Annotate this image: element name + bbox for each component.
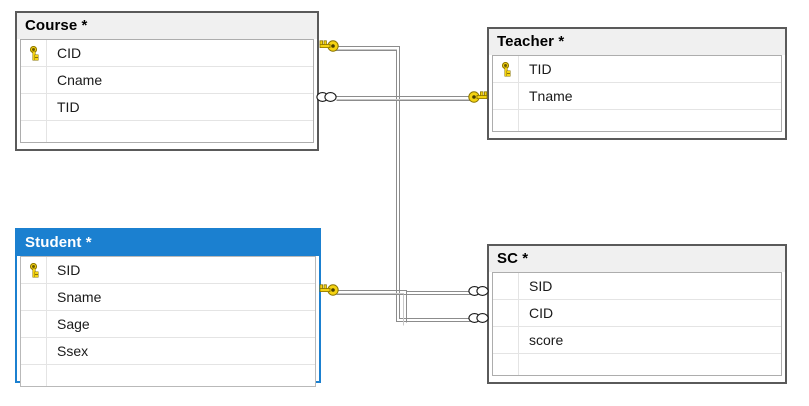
- primary-key-icon: [29, 46, 38, 60]
- row-gutter: [21, 121, 47, 142]
- row-gutter: [21, 365, 47, 386]
- column-name: Cname: [57, 72, 103, 88]
- row-gutter: [493, 110, 519, 131]
- column-name: Ssex: [57, 343, 89, 359]
- row-gutter: [21, 311, 47, 337]
- column-name: CID: [57, 45, 82, 61]
- column-name: TID: [57, 99, 80, 115]
- table-row[interactable]: Tname: [493, 83, 781, 110]
- table-row[interactable]: Sage: [21, 311, 315, 338]
- row-gutter: [21, 40, 47, 66]
- table-title-teacher: Teacher *: [489, 29, 785, 55]
- cardinality-many-icon: [316, 90, 338, 109]
- table-columns-teacher: TID Tname: [492, 55, 782, 132]
- table-row[interactable]: TID: [493, 56, 781, 83]
- connector-student-sc: [336, 290, 471, 295]
- table-title-course: Course *: [17, 13, 317, 39]
- table-title-student: Student *: [17, 230, 319, 256]
- table-columns-student: SID Sname Sage Ssex: [20, 256, 316, 387]
- row-gutter: [493, 354, 519, 375]
- table-sc[interactable]: SC * SID CID score: [487, 244, 787, 384]
- table-row[interactable]: score: [493, 327, 781, 354]
- primary-key-icon: [29, 263, 38, 277]
- row-gutter: [21, 94, 47, 120]
- row-gutter: [493, 300, 519, 326]
- table-row-empty[interactable]: [493, 354, 781, 375]
- table-row[interactable]: CID: [493, 300, 781, 327]
- cardinality-one-icon: [319, 283, 339, 302]
- table-row[interactable]: SID: [21, 257, 315, 284]
- column-name: score: [529, 332, 564, 348]
- row-gutter: [21, 338, 47, 364]
- column-name: Sage: [57, 316, 90, 332]
- table-row[interactable]: TID: [21, 94, 313, 121]
- row-gutter: [493, 327, 519, 353]
- connector-course-sc: [335, 46, 471, 322]
- connector-course-teacher: [336, 96, 475, 101]
- column-name: CID: [529, 305, 554, 321]
- cardinality-one-icon: [319, 39, 339, 58]
- row-gutter: [21, 284, 47, 310]
- row-gutter: [493, 83, 519, 109]
- table-teacher[interactable]: Teacher * TID Tname: [487, 27, 787, 140]
- table-columns-course: CID Cname TID: [20, 39, 314, 143]
- cardinality-many-icon: [468, 284, 490, 303]
- column-name: Sname: [57, 289, 102, 305]
- primary-key-icon: [501, 62, 510, 76]
- column-name: SID: [529, 278, 553, 294]
- column-name: SID: [57, 262, 81, 278]
- table-row-empty[interactable]: [493, 110, 781, 131]
- table-course[interactable]: Course * CID Cname TID: [15, 11, 319, 151]
- table-row-empty[interactable]: [21, 121, 313, 142]
- table-title-sc: SC *: [489, 246, 785, 272]
- row-gutter: [493, 273, 519, 299]
- table-row[interactable]: CID: [21, 40, 313, 67]
- row-gutter: [493, 56, 519, 82]
- table-student[interactable]: Student * SID Sname Sage Ssex: [15, 228, 321, 387]
- column-name: Tname: [529, 88, 573, 104]
- table-row[interactable]: Sname: [21, 284, 315, 311]
- cardinality-one-icon: [468, 90, 488, 109]
- column-name: TID: [529, 61, 552, 77]
- table-row-empty[interactable]: [21, 365, 315, 386]
- cardinality-many-icon: [468, 311, 490, 330]
- connector-student-trunk: [403, 291, 407, 326]
- table-row[interactable]: Ssex: [21, 338, 315, 365]
- table-columns-sc: SID CID score: [492, 272, 782, 376]
- row-gutter: [21, 257, 47, 283]
- row-gutter: [21, 67, 47, 93]
- table-row[interactable]: SID: [493, 273, 781, 300]
- table-row[interactable]: Cname: [21, 67, 313, 94]
